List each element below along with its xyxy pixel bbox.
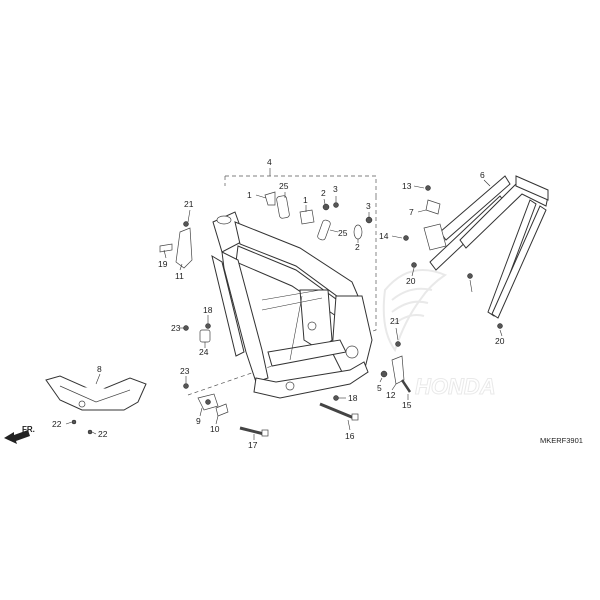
right-link-bracket — [380, 341, 412, 393]
part-label-24: 24 — [199, 347, 209, 357]
part-label-22: 22 — [98, 429, 108, 439]
part-label-2: 2 — [355, 242, 360, 252]
part-label-23: 23 — [180, 366, 190, 376]
diagram-code: MKERF3901 — [540, 436, 583, 445]
part-label-8: 8 — [97, 364, 102, 374]
engine-hanger-bracket — [159, 221, 193, 269]
part-label-7: 7 — [409, 207, 414, 217]
part-label-10: 10 — [210, 424, 220, 434]
frame-group-bracket — [187, 168, 377, 396]
part-label-15: 15 — [402, 400, 412, 410]
part-label-3: 3 — [366, 201, 371, 211]
main-frame — [211, 211, 373, 399]
part-label-3: 3 — [333, 184, 338, 194]
part-label-21: 21 — [184, 199, 194, 209]
part-label-11: 11 — [175, 271, 184, 281]
part-label-14: 14 — [379, 231, 389, 241]
part-label-1: 1 — [303, 195, 308, 205]
part-label-4: 4 — [267, 157, 272, 167]
front-direction-arrow: FR. — [4, 425, 35, 444]
part-label-25: 25 — [279, 181, 289, 191]
part-label-5: 5 — [377, 383, 382, 393]
rear-subframe — [403, 175, 549, 329]
part-number-labels: 4 1 25 1 2 3 3 25 2 21 19 11 18 23 24 23… — [52, 157, 505, 450]
front-direction-label: FR. — [22, 425, 35, 434]
part-label-17: 17 — [248, 440, 258, 450]
part-label-18: 18 — [348, 393, 358, 403]
part-label-12: 12 — [386, 390, 396, 400]
skid-plate — [45, 375, 147, 435]
watermark-text: HONDA — [415, 374, 496, 399]
part-label-2: 2 — [321, 188, 326, 198]
part-label-20: 20 — [495, 336, 505, 346]
part-label-6: 6 — [480, 170, 485, 180]
part-label-22: 22 — [52, 419, 62, 429]
left-bolts — [183, 323, 211, 389]
part-label-16: 16 — [345, 431, 355, 441]
part-label-20: 20 — [406, 276, 416, 286]
part-label-13: 13 — [402, 181, 412, 191]
part-label-9: 9 — [196, 416, 201, 426]
part-label-19: 19 — [158, 259, 168, 269]
leader-lines — [65, 179, 503, 440]
part-label-1: 1 — [247, 190, 252, 200]
long-bolt-16 — [319, 395, 359, 421]
part-label-23: 23 — [171, 323, 181, 333]
skid-mount — [197, 393, 229, 417]
part-label-25: 25 — [338, 228, 348, 238]
honda-watermark: HONDA — [382, 269, 496, 400]
pipe-clamps — [264, 191, 373, 241]
part-label-18: 18 — [203, 305, 213, 315]
long-bolt-17 — [239, 426, 269, 437]
part-label-21: 21 — [390, 316, 400, 326]
